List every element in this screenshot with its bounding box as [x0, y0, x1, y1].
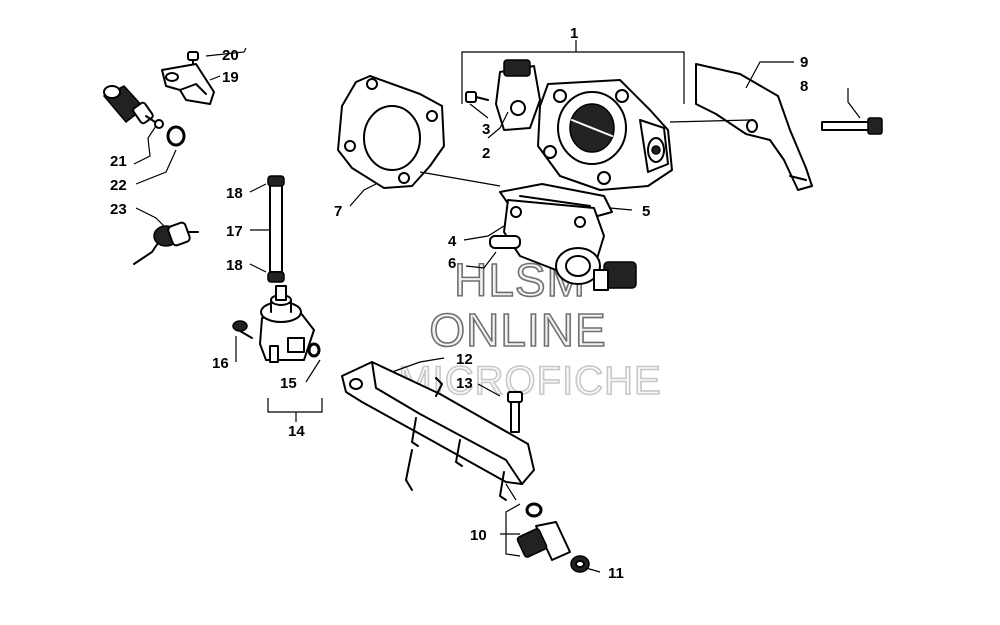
callout-23: 23	[110, 201, 127, 218]
callout-13: 13	[456, 375, 473, 392]
callout-20: 20	[222, 47, 239, 64]
clamp-part-18-bottom[interactable]	[267, 271, 285, 283]
bracket-part-19[interactable]	[161, 63, 215, 105]
regulator-part-14[interactable]	[259, 285, 315, 363]
callout-10: 10	[470, 527, 487, 544]
leader-lines	[133, 40, 861, 573]
watermark-line-2: ONLINE	[429, 304, 606, 356]
callout-5: 5	[642, 203, 650, 220]
callout-19: 19	[222, 69, 239, 86]
callout-17: 17	[226, 223, 243, 240]
screw-part-3[interactable]	[465, 91, 489, 103]
bolt-part-16[interactable]	[232, 320, 253, 339]
callout-7: 7	[334, 203, 342, 220]
callout-6: 6	[448, 255, 456, 272]
bolt-part-8[interactable]	[821, 117, 883, 135]
callout-22: 22	[110, 177, 127, 194]
clamp-part-18-top[interactable]	[267, 175, 285, 187]
sensor-part-21[interactable]	[102, 85, 164, 129]
callout-14: 14	[288, 423, 305, 440]
sensor-part-2[interactable]	[495, 59, 541, 131]
hose-part-17[interactable]	[269, 183, 283, 273]
o-ring-part-22[interactable]	[166, 125, 186, 147]
callout-4: 4	[448, 233, 457, 250]
callout-21: 21	[110, 153, 127, 170]
callout-8: 8	[800, 78, 808, 95]
callout-9: 9	[800, 54, 808, 71]
callout-15: 15	[280, 375, 297, 392]
injector-part-10[interactable]	[516, 502, 571, 561]
fuel-rail-part-12[interactable]	[341, 361, 535, 501]
o-ring-part-11[interactable]	[570, 555, 590, 573]
callout-1: 1	[570, 25, 578, 42]
bolt-part-13[interactable]	[507, 391, 523, 433]
callout-11: 11	[608, 565, 624, 582]
callout-3: 3	[482, 121, 490, 138]
callout-18-bottom: 18	[226, 257, 243, 274]
throttle-body-part-1[interactable]	[537, 79, 673, 191]
callout-2: 2	[482, 145, 490, 162]
gasket-part-7[interactable]	[337, 75, 445, 189]
sensor-part-23[interactable]	[133, 221, 199, 265]
callout-18-top: 18	[226, 185, 243, 202]
callout-labels: 1 9 8 3 2 7 5 4 6 20 19 21 22 23 18 17 1…	[110, 25, 808, 582]
bracket-part-9[interactable]	[695, 63, 813, 191]
idle-valve-part-6[interactable]	[555, 247, 637, 291]
callout-16: 16	[212, 355, 229, 372]
o-ring-part-15[interactable]	[307, 342, 321, 358]
callout-12: 12	[456, 351, 473, 368]
